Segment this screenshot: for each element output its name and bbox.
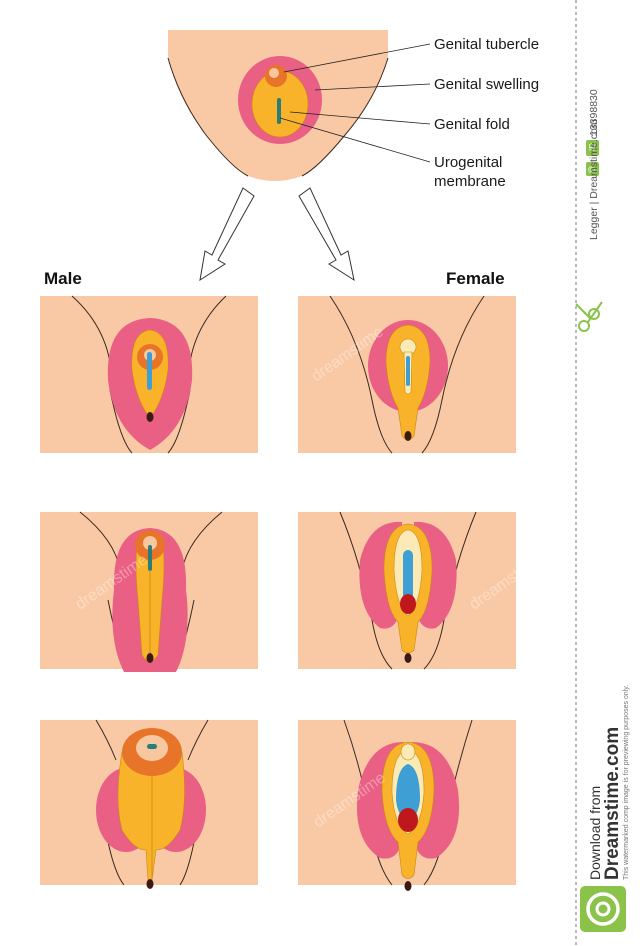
scissors-icon <box>575 301 603 332</box>
female-stage-2 <box>298 511 516 670</box>
label-genital-swelling: Genital swelling <box>434 76 539 93</box>
sidebar-brand-name: Dreamstime.com <box>602 727 623 880</box>
arrow-to-female <box>298 187 355 282</box>
label-genital-fold: Genital fold <box>434 116 510 133</box>
label-genital-tubercle: Genital tubercle <box>434 36 539 53</box>
label-urogenital-line1: Urogenital <box>434 154 502 171</box>
female-stage-3 <box>298 719 516 891</box>
male-stage-3 <box>40 719 258 889</box>
male-stage-1 <box>40 295 258 454</box>
watermark-1: dreamstime <box>63 91 141 153</box>
dreamstime-logo-icon <box>580 886 626 932</box>
sidebar-download-from: Download from <box>587 786 603 880</box>
sidebar-image-id: 13398830 <box>588 89 600 136</box>
column-heading-male: Male <box>44 269 82 288</box>
sidebar-copyright-badge: © <box>588 165 595 175</box>
indifferent-stage <box>167 30 431 181</box>
sidebar-preview-note: This watermarked comp image is for previ… <box>623 685 630 880</box>
sidebar-id-badge: ID <box>588 143 597 151</box>
arrow-to-male <box>199 187 255 282</box>
label-urogenital-line2: membrane <box>434 173 506 190</box>
sidebar-id-badge-icon <box>586 140 599 156</box>
sidebar-copyright-icon <box>586 162 599 176</box>
column-heading-female: Female <box>446 269 505 288</box>
sidebar-copyright-text: Legger | Dreamstime.com <box>588 119 600 240</box>
male-stage-2 <box>40 511 258 672</box>
female-stage-1 <box>298 295 516 454</box>
